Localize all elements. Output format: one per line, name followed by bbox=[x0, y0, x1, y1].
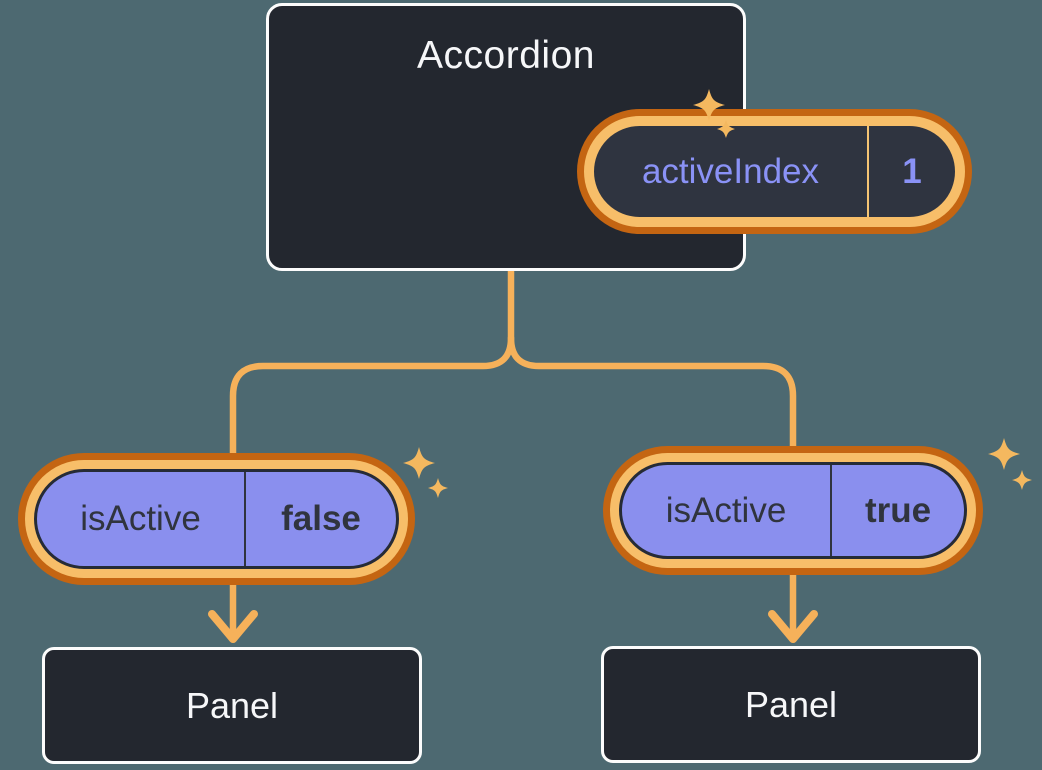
panel-box-left: Panel bbox=[42, 647, 422, 764]
panel-label: Panel bbox=[185, 684, 279, 726]
accordion-component-box: Accordion activeIndex 1 bbox=[266, 3, 965, 271]
prop-pill-label: isActive bbox=[80, 499, 201, 538]
state-pill-divider bbox=[867, 126, 869, 217]
prop-pill-isactive-true: isActive true bbox=[619, 462, 967, 559]
panel-label: Panel bbox=[744, 683, 838, 725]
panel-box-right: Panel bbox=[601, 646, 981, 763]
accordion-title: Accordion bbox=[417, 34, 595, 77]
prop-pill-value: true bbox=[864, 490, 932, 530]
state-pill-value: 1 bbox=[902, 151, 922, 191]
state-pill-active-index: activeIndex 1 bbox=[584, 116, 965, 227]
state-pill-label: activeIndex bbox=[641, 151, 820, 191]
prop-pill-divider bbox=[830, 465, 832, 556]
prop-pill-value: false bbox=[281, 499, 361, 538]
prop-pill-label: isActive bbox=[665, 490, 787, 530]
prop-pill-isactive-false: isActive false bbox=[34, 469, 399, 569]
